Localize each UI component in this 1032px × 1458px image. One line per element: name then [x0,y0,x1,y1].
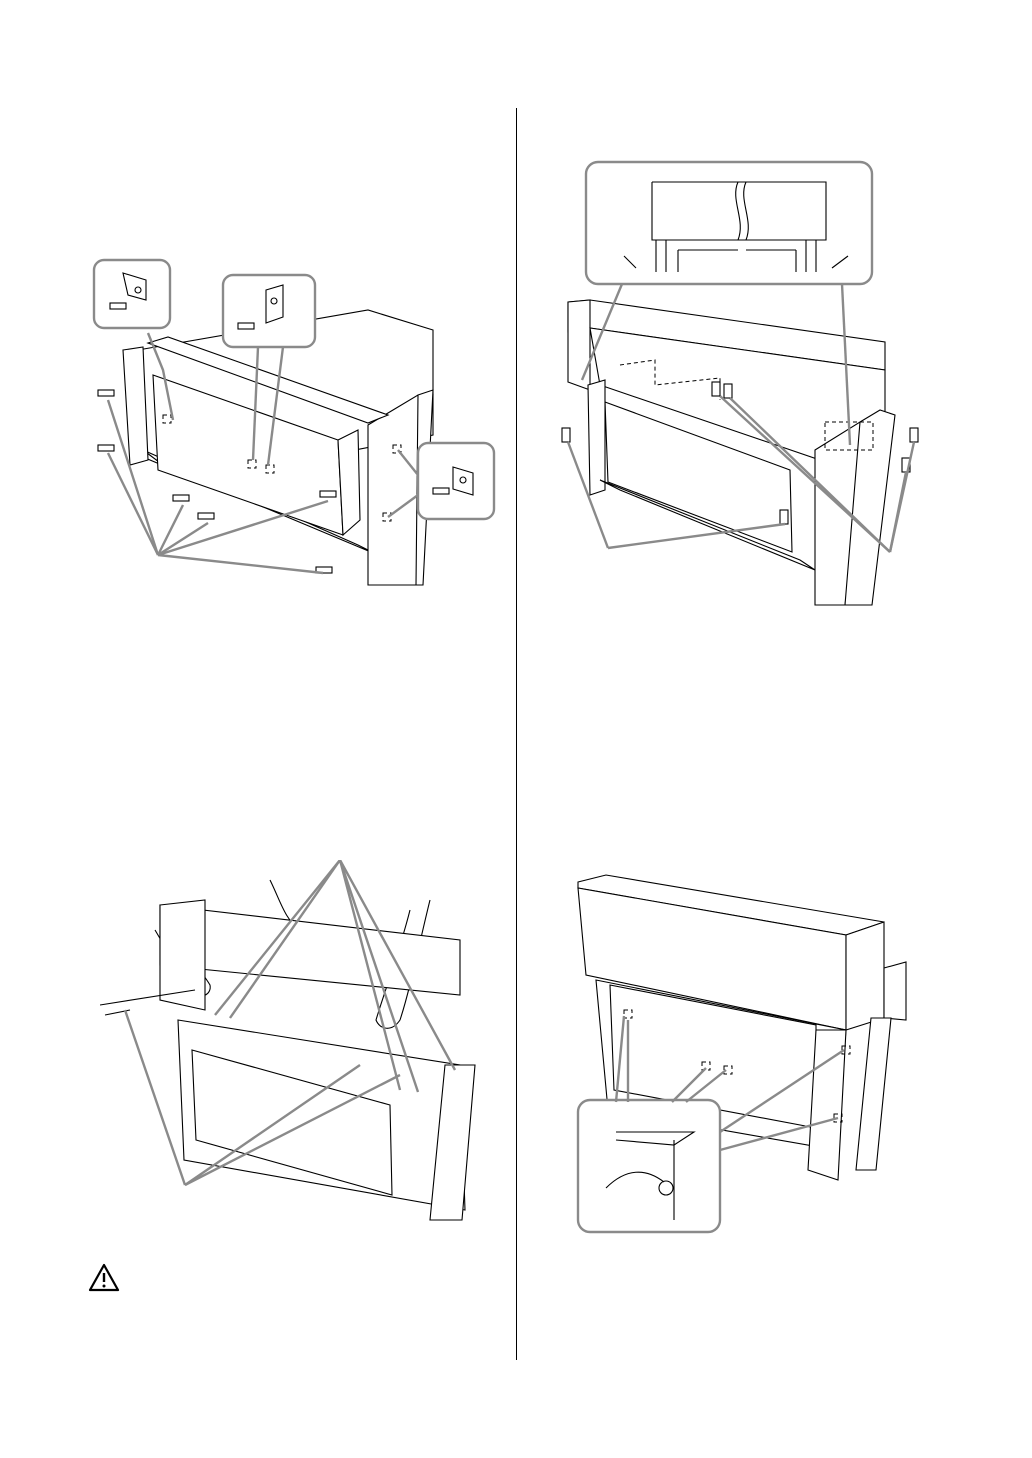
column-divider [516,108,517,1360]
bracket-icon-2 [266,285,283,323]
caution-triangle-icon [88,1263,120,1298]
figure-2-top-assembly [560,160,980,610]
figure-1-stand-brackets [88,255,508,595]
figure-4-cable-connection [576,870,916,1240]
figure-3-lifting-top [100,860,500,1240]
